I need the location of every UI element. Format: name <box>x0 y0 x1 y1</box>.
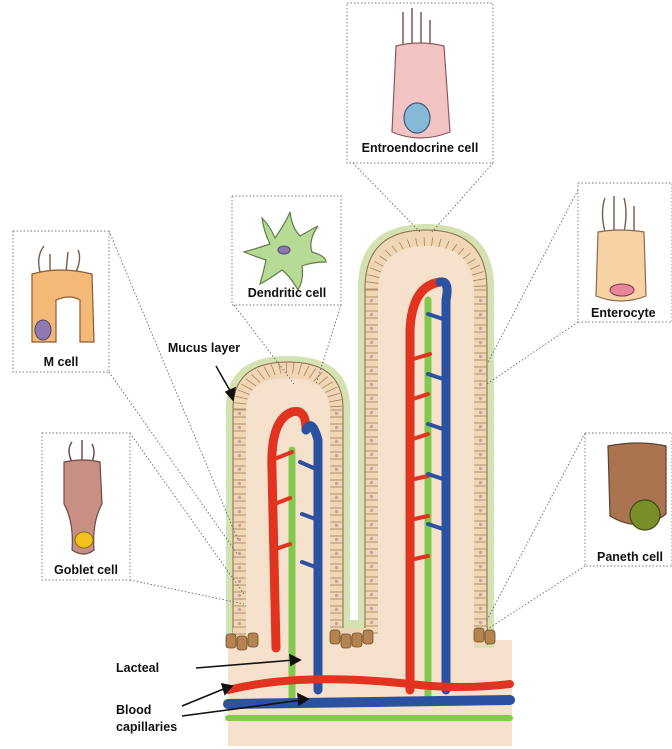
label-mucus-layer: Mucus layer <box>168 341 240 355</box>
label-blood-capillaries-line-1: Blood <box>116 703 151 717</box>
label-m-cell: M cell <box>44 355 79 369</box>
label-lacteal: Lacteal <box>116 661 159 675</box>
tissue-base <box>228 640 512 746</box>
label-enterocyte: Enterocyte <box>591 306 656 320</box>
label-blood-capillaries-line-2: capillaries <box>116 720 177 734</box>
paneth-cell-icon <box>608 443 666 530</box>
label-dendritic-cell: Dendritic cell <box>248 286 327 300</box>
label-entroendocrine-cell: Entroendocrine cell <box>362 141 479 155</box>
label-paneth-cell: Paneth cell <box>597 550 663 564</box>
label-goblet-cell: Goblet cell <box>54 563 118 577</box>
vein-base <box>228 700 510 704</box>
